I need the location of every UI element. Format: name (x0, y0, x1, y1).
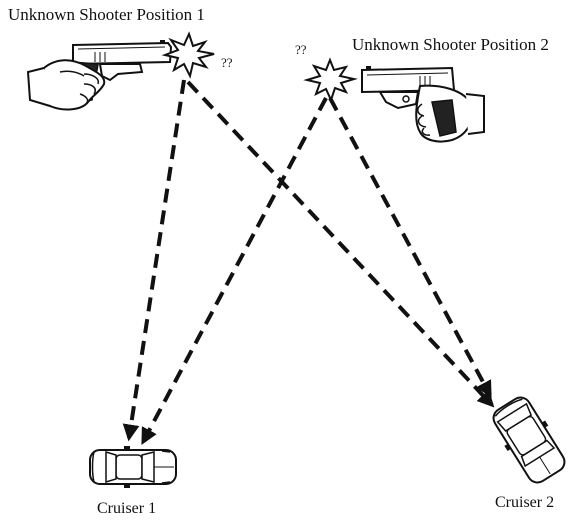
cruiser-1-label: Cruiser 1 (97, 500, 157, 517)
muzzle-flash-1-icon (161, 31, 215, 79)
trajectory-shooter1-to-cruiser1 (122, 79, 186, 442)
unknown-marker-2: ?? (295, 42, 307, 57)
shooter-2-label: Unknown Shooter Position 2 (352, 35, 549, 54)
shooter-1-icon (26, 40, 173, 111)
trajectory-shooter1-to-cruiser2 (186, 80, 495, 408)
cruiser-2-label: Cruiser 2 (495, 494, 555, 511)
trajectory-shooter2-to-cruiser2 (328, 97, 492, 398)
shooter-1-label: Unknown Shooter Position 1 (8, 5, 205, 24)
muzzle-flash-2-icon (303, 57, 358, 103)
cruiser-2-icon (492, 396, 566, 484)
shooter-2-icon (361, 66, 485, 143)
cruiser-1-icon (89, 446, 177, 488)
unknown-marker-1: ?? (221, 55, 233, 70)
trajectory-shooter2-to-cruiser1 (141, 97, 328, 445)
